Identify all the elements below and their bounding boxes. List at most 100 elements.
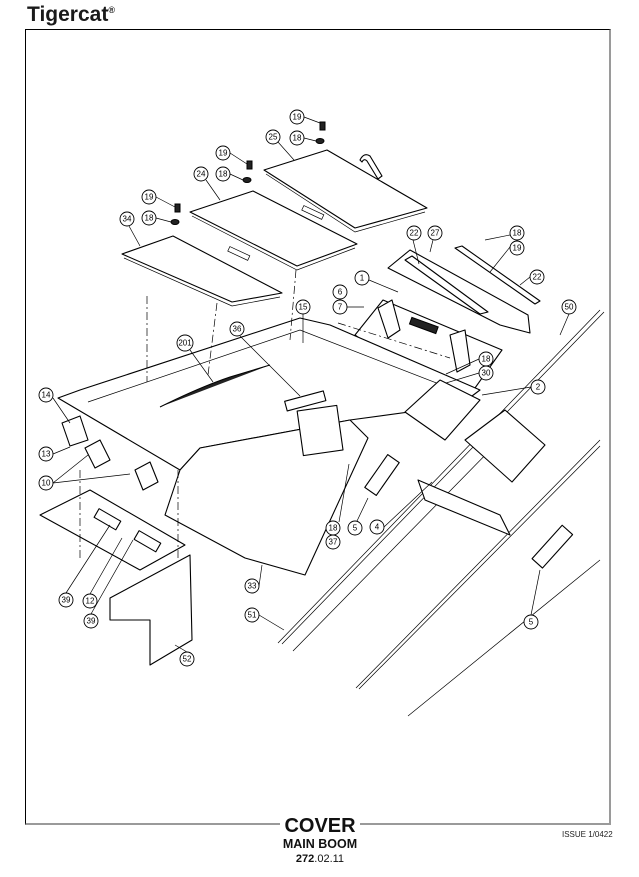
callout-22: 22 <box>406 225 422 241</box>
block-10 <box>134 461 159 491</box>
callout-14: 14 <box>38 387 54 403</box>
callout-25: 25 <box>265 129 281 145</box>
callout-18: 18 <box>289 130 305 146</box>
svg-text:19: 19 <box>513 244 522 253</box>
callout-18: 18 <box>325 520 341 536</box>
registered-mark: ® <box>108 5 115 15</box>
callout-39: 39 <box>58 592 74 608</box>
cover-plate-25 <box>263 149 428 233</box>
callout-5: 5 <box>347 520 363 536</box>
drawing-title: COVER <box>280 815 360 837</box>
svg-text:22: 22 <box>533 273 542 282</box>
callout-18: 18 <box>509 225 525 241</box>
drawing-subtitle: MAIN BOOM <box>282 837 358 851</box>
hinge-spring <box>408 316 439 335</box>
svg-text:18: 18 <box>219 170 228 179</box>
issue-number: ISSUE 1/0422 <box>562 830 613 839</box>
callout-4: 4 <box>369 519 385 535</box>
callout-2: 2 <box>530 379 546 395</box>
callout-18: 18 <box>478 351 494 367</box>
svg-text:25: 25 <box>269 133 278 142</box>
lower-brackets <box>364 379 574 569</box>
cover-plate-34 <box>121 235 283 307</box>
cable-201 <box>159 364 271 408</box>
svg-text:6: 6 <box>338 288 343 297</box>
callout-50: 50 <box>561 299 577 315</box>
callout-19: 19 <box>215 145 231 161</box>
cover-slot <box>227 246 251 261</box>
svg-text:14: 14 <box>42 391 51 400</box>
pad-5 <box>364 454 400 496</box>
callout-33: 33 <box>244 578 260 594</box>
callout-51: 51 <box>244 607 260 623</box>
svg-text:39: 39 <box>87 617 96 626</box>
bracket-2 <box>404 379 481 441</box>
rail-strip-22 <box>454 245 541 305</box>
top-fasteners <box>170 121 326 225</box>
brand-name: Tigercat <box>27 3 109 26</box>
block-10 <box>84 439 111 469</box>
title-block: COVER MAIN BOOM 272.02.11 <box>250 815 390 867</box>
callout-39: 39 <box>83 613 99 629</box>
section-number: 272.02.11 <box>250 852 390 867</box>
svg-text:18: 18 <box>145 214 154 223</box>
callout-18: 18 <box>141 210 157 226</box>
bracket-36 <box>284 390 327 412</box>
svg-text:52: 52 <box>183 655 192 664</box>
callout-19: 19 <box>509 240 525 256</box>
cover-slot <box>301 205 325 220</box>
mount-plate-52 <box>39 489 193 666</box>
svg-text:2: 2 <box>536 383 541 392</box>
callout-34: 34 <box>119 211 135 227</box>
svg-text:36: 36 <box>233 325 242 334</box>
rail-assembly-27 <box>387 245 541 334</box>
svg-text:18: 18 <box>513 229 522 238</box>
callout-24: 24 <box>193 166 209 182</box>
boom-cover-box-33 <box>57 317 481 576</box>
callout-13: 13 <box>38 446 54 462</box>
section-number-rest: .02.11 <box>314 853 345 865</box>
svg-text:15: 15 <box>299 303 308 312</box>
svg-text:22: 22 <box>410 229 419 238</box>
svg-text:7: 7 <box>338 303 343 312</box>
svg-text:4: 4 <box>375 523 380 532</box>
svg-text:19: 19 <box>219 149 228 158</box>
svg-text:51: 51 <box>248 611 257 620</box>
svg-text:13: 13 <box>42 450 51 459</box>
pin-39 <box>93 508 122 531</box>
callout-30: 30 <box>478 365 494 381</box>
callout-19: 19 <box>141 189 157 205</box>
callout-37: 37 <box>325 534 341 550</box>
svg-text:12: 12 <box>86 597 95 606</box>
svg-text:18: 18 <box>329 524 338 533</box>
svg-text:34: 34 <box>123 215 132 224</box>
callout-10: 10 <box>38 475 54 491</box>
callout-52: 52 <box>179 651 195 667</box>
bracket-14 <box>61 415 89 447</box>
hinge-bracket-1 <box>354 299 503 396</box>
callout-balloons: 19 18 25 19 18 24 19 18 34 22 27 18 19 2… <box>38 109 577 667</box>
alignment-lines <box>79 269 451 560</box>
cover-plate-24 <box>189 190 358 271</box>
svg-text:19: 19 <box>293 113 302 122</box>
svg-text:33: 33 <box>248 582 257 591</box>
bracket-2 <box>464 409 546 483</box>
svg-text:30: 30 <box>482 369 491 378</box>
access-door <box>296 404 344 457</box>
callout-7: 7 <box>332 299 348 315</box>
svg-text:5: 5 <box>353 524 358 533</box>
svg-text:50: 50 <box>565 303 574 312</box>
rail-strip-22 <box>404 255 489 315</box>
main-boom-rails <box>277 309 605 717</box>
svg-text:18: 18 <box>482 355 491 364</box>
callout-12: 12 <box>82 593 98 609</box>
callout-19: 19 <box>289 109 305 125</box>
section-number-bold: 272 <box>295 853 315 865</box>
callout-27: 27 <box>427 225 443 241</box>
callout-36: 36 <box>229 321 245 337</box>
svg-text:5: 5 <box>529 618 534 627</box>
svg-text:27: 27 <box>431 229 440 238</box>
svg-text:24: 24 <box>197 170 206 179</box>
callout-6: 6 <box>332 284 348 300</box>
